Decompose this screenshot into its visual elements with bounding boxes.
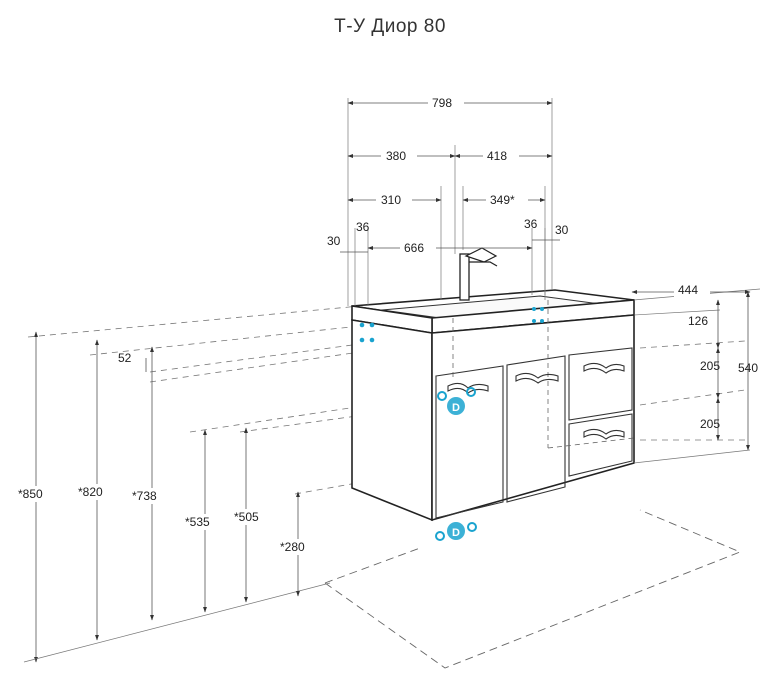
handles [447, 362, 625, 440]
drain-icon: D [437, 387, 476, 415]
dim-205-b: 205 [700, 417, 720, 431]
dim-280: *280 [280, 540, 305, 554]
dim-205-a: 205 [700, 359, 720, 373]
dim-edge-30-left: 30 [327, 234, 341, 248]
floor-projection [324, 509, 742, 669]
dim-798: 798 [432, 96, 452, 110]
dim-edge-36-right: 36 [524, 217, 538, 231]
dim-850: *850 [18, 487, 43, 501]
dim-52: 52 [118, 351, 132, 365]
dim-738: *738 [132, 489, 157, 503]
left-dimensions [16, 331, 331, 663]
cabinet [351, 289, 635, 522]
dim-820: *820 [78, 485, 103, 499]
dim-edge-36-left: 36 [356, 220, 370, 234]
dim-540: 540 [738, 361, 758, 375]
faucet [459, 247, 498, 301]
dimension-labels: 798 380 418 310 349* 666 30 36 36 30 444… [18, 96, 758, 554]
dim-444: 444 [678, 283, 698, 297]
svg-text:D: D [452, 527, 460, 539]
dim-349: 349* [490, 193, 515, 207]
diagram-title: Т-У Диор 80 [334, 16, 446, 37]
dim-126: 126 [688, 314, 708, 328]
mounting-points [359, 307, 544, 343]
top-dimensions [340, 96, 560, 306]
dim-edge-30-right: 30 [555, 223, 569, 237]
svg-text:D: D [452, 402, 460, 414]
dim-380: 380 [386, 149, 406, 163]
dim-418: 418 [487, 149, 507, 163]
dim-666: 666 [404, 241, 424, 255]
dim-310: 310 [381, 193, 401, 207]
dim-505: *505 [234, 510, 259, 524]
dim-535: *535 [185, 515, 210, 529]
drain-icon-bottom: D [435, 522, 477, 541]
right-dimensions [631, 284, 761, 464]
